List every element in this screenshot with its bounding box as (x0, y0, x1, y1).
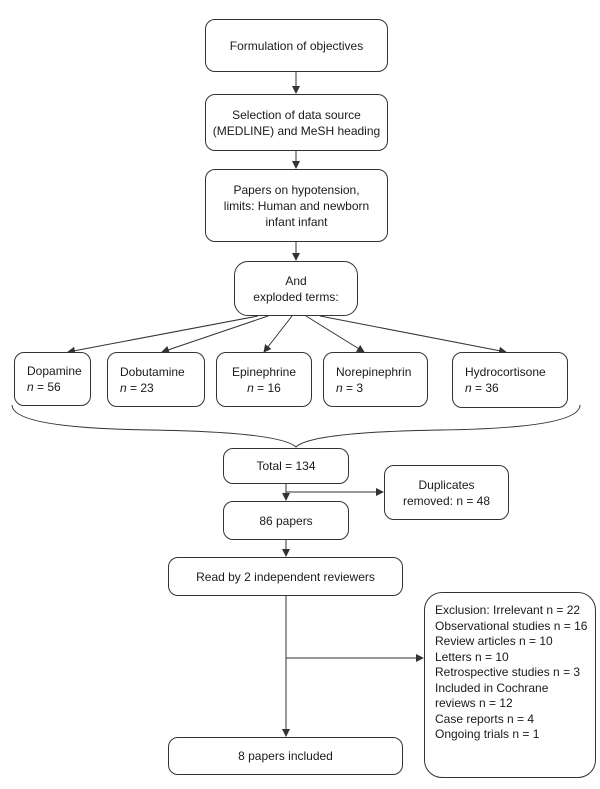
brace-bracket (11, 404, 581, 448)
exclusion-item: Retrospective studies n = 3 (435, 665, 581, 679)
papers-box: Papers on hypotension, limits: Human and… (205, 169, 388, 242)
drug-name: Dopamine (27, 364, 82, 378)
drug-name: Dobutamine (120, 364, 185, 379)
arrow-to-norepinephrin (305, 315, 365, 353)
arrow-to-hydrocortisone (319, 315, 507, 355)
objectives-box: Formulation of objectives (205, 19, 388, 72)
drug-box-norepinephrin: Norepinephrin n = 3 (323, 352, 428, 407)
drug-name: Epinephrine (231, 364, 297, 379)
exclusion-item: Exclusion: Irrelevant n = 22 (435, 603, 581, 617)
drug-name: Norepinephrin (336, 364, 412, 379)
exclusion-item: Review articles n = 10 (435, 634, 553, 648)
drug-count: = 36 (475, 381, 499, 395)
drug-count: = 23 (130, 380, 154, 395)
duplicates-box: Duplicates removed: n = 48 (384, 465, 509, 520)
reviewers-box: Read by 2 independent reviewers (168, 557, 403, 596)
drug-count: = 56 (37, 380, 61, 394)
total-box: Total = 134 (223, 448, 349, 484)
drug-box-hydrocortisone: Hydrocortisone n = 36 (452, 352, 568, 408)
exclusion-item: Observational studies n = 16 (435, 618, 588, 633)
n-label: n (120, 380, 127, 395)
drug-box-dopamine: Dopamine n = 56 (14, 352, 91, 406)
drug-count: = 3 (346, 380, 364, 395)
included-box: 8 papers included (168, 737, 403, 775)
arrow-to-epinephrine (263, 315, 293, 353)
exploded-terms-box: And exploded terms: (234, 261, 358, 316)
n-label: n (336, 380, 343, 395)
drug-box-dobutamine: Dobutamine n = 23 (107, 352, 205, 407)
n-label: n (465, 381, 472, 395)
drug-count: = 16 (257, 380, 281, 395)
n-label: n (247, 380, 254, 395)
papers-86-box: 86 papers (223, 501, 349, 540)
arrow-to-dobutamine (161, 315, 269, 354)
arrow-to-dopamine (67, 315, 259, 355)
exclusion-box: Exclusion: Irrelevant n = 22 Observation… (424, 592, 596, 778)
exclusion-item: Letters n = 10 (435, 649, 509, 664)
drug-name: Hydrocortisone (465, 365, 546, 379)
exclusion-item: Case reports n = 4 (435, 711, 535, 726)
data-source-box: Selection of data source (MEDLINE) and M… (205, 94, 388, 151)
drug-box-epinephrine: Epinephrine n = 16 (216, 352, 312, 407)
exclusion-item: reviews n = 12 (435, 696, 513, 710)
n-label: n (27, 380, 34, 394)
exclusion-item: Ongoing trials n = 1 (435, 727, 540, 741)
exclusion-item: Included in Cochrane (435, 680, 549, 695)
duplicates-label: Duplicates removed: n = 48 (402, 477, 491, 508)
